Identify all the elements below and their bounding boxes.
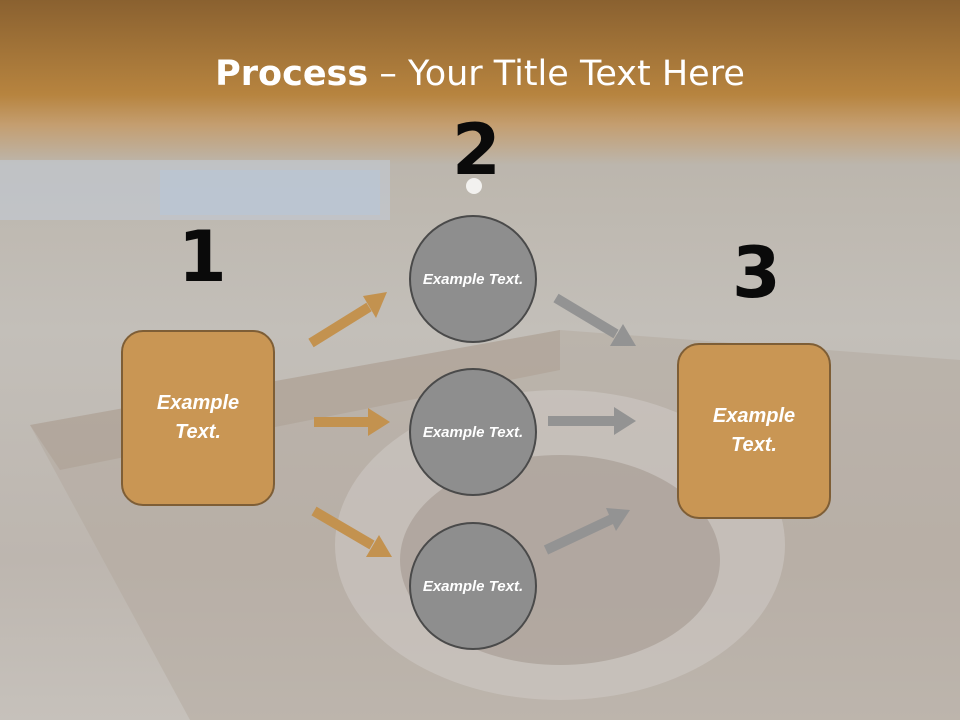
circle-top-text: Example Text.: [422, 270, 524, 288]
arrow-from-middle: [548, 407, 636, 435]
step-number-2: 2: [452, 109, 501, 191]
circle-middle-text: Example Text.: [422, 423, 524, 441]
step-2-circle-top: Example Text.: [409, 215, 537, 343]
arrow-from-bottom: [543, 508, 630, 555]
slide-title: Process – Your Title Text Here: [0, 52, 960, 96]
step-number-1: 1: [178, 216, 227, 298]
arrow-from-top: [553, 293, 636, 346]
arrow-to-bottom: [311, 506, 392, 557]
circle-bottom-text: Example Text.: [422, 577, 524, 595]
step-3-box: Example Text.: [677, 343, 831, 519]
step-1-box: Example Text.: [121, 330, 275, 506]
step-2-circle-bottom: Example Text.: [409, 522, 537, 650]
step-1-text: Example Text.: [156, 392, 240, 443]
step-3-text: Example Text.: [712, 405, 796, 456]
title-bold: Process: [215, 54, 369, 94]
title-rest: – Your Title Text Here: [368, 54, 745, 94]
arrow-to-middle: [314, 408, 390, 436]
step-2-circle-middle: Example Text.: [409, 368, 537, 496]
step-number-3: 3: [732, 232, 781, 314]
arrow-to-top: [308, 292, 387, 348]
